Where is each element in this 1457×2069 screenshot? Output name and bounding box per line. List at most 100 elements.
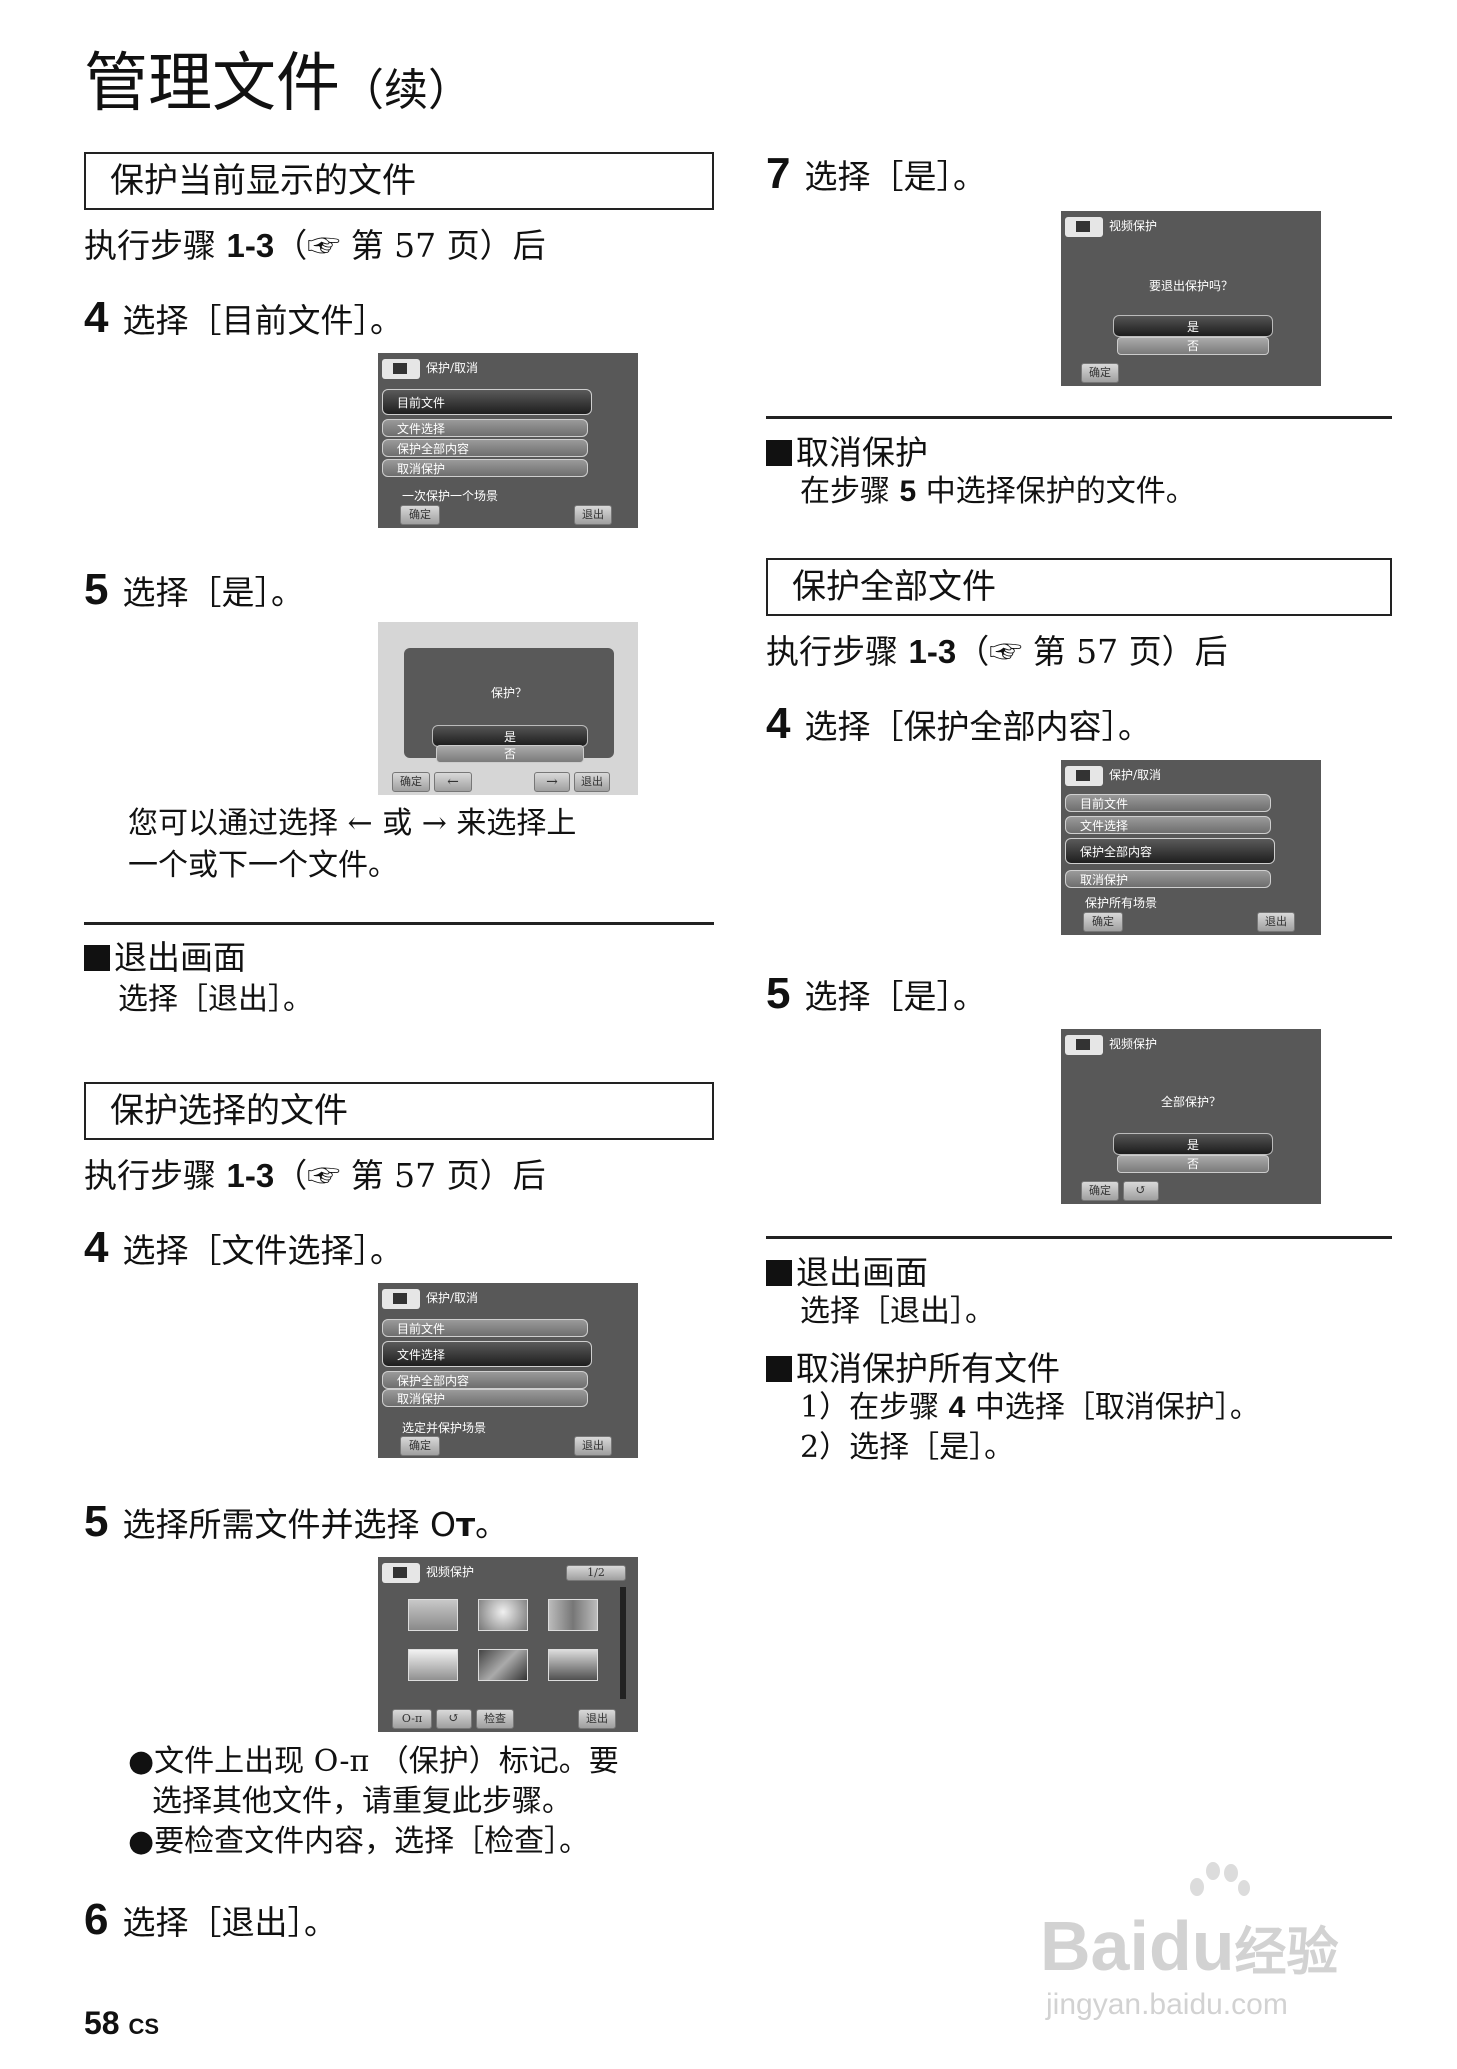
menu-item-cancel-protect[interactable]: 取消保护 — [382, 459, 588, 477]
menu-item-current-file[interactable]: 目前文件 — [382, 389, 592, 415]
step-reference: 执行步骤 1-3（☞ 第 57 页）后 — [766, 630, 1228, 674]
ok-button[interactable]: 确定 — [1081, 1181, 1119, 1201]
next-arrow-button[interactable]: → — [534, 772, 570, 792]
no-button[interactable]: 否 — [1117, 1155, 1269, 1173]
ref-page: （☞ 第 57 页）后 — [274, 1156, 546, 1195]
screen-title: 视频保护 — [426, 1565, 475, 1579]
menu-item-file-select[interactable]: 文件选择 — [1065, 816, 1271, 834]
ref-steps: 1-3 — [226, 1157, 275, 1194]
thumbnail-3[interactable] — [548, 1599, 598, 1631]
heading-text: 取消保护 — [796, 433, 928, 472]
exit-button[interactable]: 退出 — [578, 1709, 616, 1729]
divider — [84, 922, 714, 925]
menu-item-protect-all[interactable]: 保护全部内容 — [1065, 838, 1275, 864]
back-button[interactable]: ↺ — [1123, 1181, 1159, 1201]
thumbnail-2[interactable] — [478, 1599, 528, 1631]
screen-title: 保护/取消 — [1109, 768, 1162, 782]
bullet-1-line-1: ●文件上出现 O-π （保护）标记。要 — [128, 1744, 619, 1779]
exit-button[interactable]: 退出 — [574, 505, 612, 525]
square-bullet-icon — [766, 1356, 792, 1382]
page-title-sub: （续） — [340, 65, 472, 116]
exit-screen-heading: 退出画面 — [766, 1252, 928, 1294]
section-protect-current: 保护当前显示的文件 — [84, 152, 714, 210]
screen-title: 保护/取消 — [426, 361, 479, 375]
previous-arrow-button[interactable]: ← — [434, 772, 472, 792]
thumbnail-6[interactable] — [548, 1649, 598, 1681]
page-number-value: 58 — [84, 2005, 120, 2041]
step-5c: 5 选择［是］。 — [766, 972, 986, 1019]
screen-title: 视频保护 — [1109, 1037, 1158, 1051]
tip-line-2: 一个或下一个文件。 — [128, 848, 398, 883]
scrollbar[interactable] — [620, 1587, 626, 1699]
page-language: CS — [128, 2014, 160, 2039]
dialog-question: 保护？ — [490, 686, 527, 700]
menu-item-current-file[interactable]: 目前文件 — [1065, 794, 1271, 812]
step-text: 选择所需文件并选择 O — [122, 1505, 456, 1544]
ok-button[interactable]: 确定 — [400, 1436, 440, 1456]
screen-note: 一次保护一个场景 — [402, 489, 499, 503]
camera-screen-protect-all-menu: 保护/取消 目前文件 文件选择 保护全部内容 取消保护 保护所有场景 确定 退出 — [1061, 760, 1321, 935]
exit-button[interactable]: 退出 — [574, 1436, 612, 1456]
page-title-main: 管理文件 — [84, 47, 340, 121]
page-number: 58 CS — [84, 2005, 159, 2042]
thumbnail-5[interactable] — [478, 1649, 528, 1681]
menu-item-cancel-protect[interactable]: 取消保护 — [1065, 870, 1271, 888]
thumbnail-1[interactable] — [408, 1599, 458, 1631]
square-bullet-icon — [84, 945, 110, 971]
ref-page: （☞ 第 57 页）后 — [956, 632, 1228, 671]
step-text: 选择［是］。 — [804, 977, 986, 1016]
camera-screen-exit-protect: 视频保护 要退出保护吗？ 是 否 确定 — [1061, 211, 1321, 386]
ref-steps: 1-3 — [908, 633, 957, 670]
menu-item-cancel-protect[interactable]: 取消保护 — [382, 1389, 588, 1407]
camera-screen-thumbnail-grid: 视频保护 1/2 O-π ↺ 检查 退出 — [378, 1557, 638, 1732]
cancel-protect-heading: 取消保护 — [766, 432, 928, 474]
ok-button[interactable]: 确定 — [1083, 912, 1123, 932]
square-bullet-icon — [766, 1260, 792, 1286]
yes-button[interactable]: 是 — [432, 725, 588, 747]
camera-screen-protect-all-confirm: 视频保护 全部保护？ 是 否 确定 ↺ — [1061, 1029, 1321, 1204]
bullet-2: ●要检查文件内容，选择［检查］。 — [128, 1824, 590, 1859]
step-reference: 执行步骤 1-3（☞ 第 57 页）后 — [84, 224, 546, 268]
step-number: 4 — [84, 1223, 109, 1272]
cancel-protect-instruction: 在步骤 5 中选择保护的文件。 — [800, 472, 1196, 512]
no-button[interactable]: 否 — [436, 745, 584, 763]
screen-title: 保护/取消 — [426, 1291, 479, 1305]
cancel-all-heading: 取消保护所有文件 — [766, 1348, 1060, 1390]
thumbnail-4[interactable] — [408, 1649, 458, 1681]
menu-item-current-file[interactable]: 目前文件 — [382, 1319, 588, 1337]
back-button[interactable]: ↺ — [436, 1709, 472, 1729]
exit-button[interactable]: 退出 — [1257, 912, 1295, 932]
ok-button[interactable]: 确定 — [1081, 363, 1119, 383]
step-5: 5 选择［是］。 — [84, 568, 304, 615]
dialog-question: 全部保护？ — [1160, 1095, 1221, 1109]
square-bullet-icon — [766, 440, 792, 466]
heading-text: 取消保护所有文件 — [796, 1349, 1060, 1388]
protect-key-button[interactable]: O-π — [392, 1709, 432, 1729]
menu-item-file-select[interactable]: 文件选择 — [382, 419, 588, 437]
watermark-url: jingyan.baidu.com — [1046, 1988, 1288, 2021]
ok-button[interactable]: 确定 — [400, 505, 440, 525]
step-text: 选择［是］。 — [122, 573, 304, 612]
menu-item-file-select[interactable]: 文件选择 — [382, 1341, 592, 1367]
yes-button[interactable]: 是 — [1113, 1133, 1273, 1155]
heading-text: 退出画面 — [796, 1253, 928, 1292]
check-button[interactable]: 检查 — [476, 1709, 514, 1729]
section-title: 保护选择的文件 — [110, 1091, 348, 1131]
section-title: 保护当前显示的文件 — [110, 161, 416, 201]
dialog-question: 要退出保护吗？ — [1148, 279, 1233, 293]
exit-button[interactable]: 退出 — [574, 772, 610, 792]
ok-button[interactable]: 确定 — [392, 772, 430, 792]
divider — [766, 416, 1392, 419]
no-button[interactable]: 否 — [1117, 337, 1269, 355]
step-ref: 4 — [948, 1391, 966, 1424]
yes-button[interactable]: 是 — [1113, 315, 1273, 337]
bullet-1-line-2: 选择其他文件，请重复此步骤。 — [152, 1784, 572, 1819]
menu-item-protect-all[interactable]: 保护全部内容 — [382, 1371, 588, 1389]
ref-page: （☞ 第 57 页）后 — [274, 226, 546, 265]
step-number: 5 — [84, 565, 109, 614]
camera-icon — [382, 1289, 420, 1309]
key-icon: ᴛ — [455, 1505, 476, 1544]
menu-item-protect-all[interactable]: 保护全部内容 — [382, 439, 588, 457]
step-number: 5 — [766, 969, 791, 1018]
